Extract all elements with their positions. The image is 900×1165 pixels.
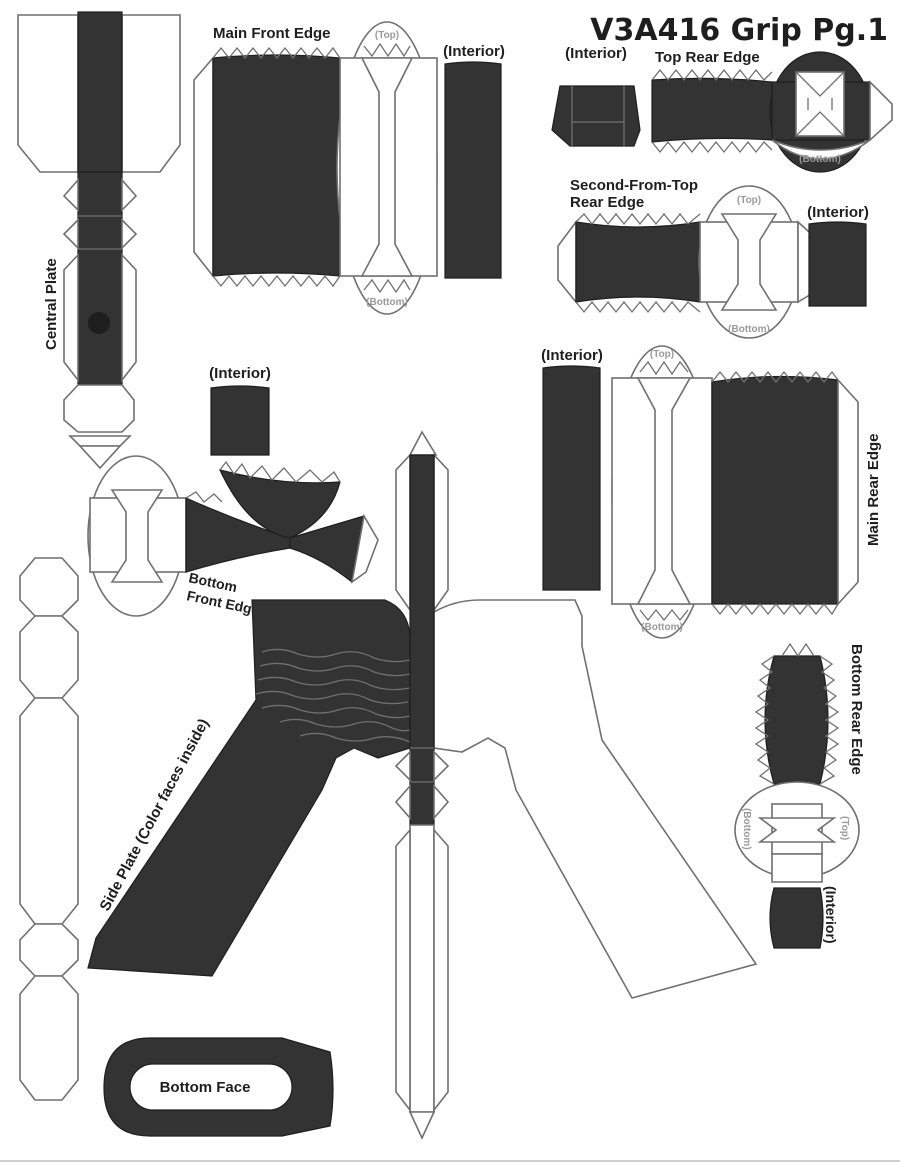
top-rear-edge-piece [651, 51, 893, 173]
second-rear-label-line1: Second-From-Top [570, 177, 698, 194]
page-title: V3A416 Grip Pg.1 [590, 13, 888, 48]
main-front-interior-piece [444, 61, 502, 279]
main-rear-interior-label: (Interior) [541, 347, 603, 364]
bottom-rear-interior-label: (Interior) [823, 886, 839, 944]
top-rear-interior-label: (Interior) [565, 45, 627, 62]
left-edge-strip-piece [19, 557, 79, 1101]
bottom-front-edge-piece [87, 455, 379, 617]
top-rear-interior-piece [551, 85, 641, 147]
center-vertical-strip-piece [394, 430, 450, 1140]
bottom-rear-edge-piece [734, 642, 860, 883]
main-rear-interior-piece [542, 365, 601, 591]
central-plate-label: Central Plate [43, 258, 60, 350]
bottom-rear-interior-piece [769, 887, 824, 949]
second-rear-bottom-label: (Bottom) [728, 324, 770, 335]
main-front-edge-label: Main Front Edge [213, 25, 331, 42]
main-rear-edge-piece [611, 345, 859, 639]
top-rear-edge-label: Top Rear Edge [655, 49, 760, 66]
main-front-interior-label: (Interior) [443, 43, 505, 60]
main-front-bottom-label: (Bottom) [366, 297, 408, 308]
bottom-face-piece [103, 1037, 334, 1137]
main-front-edge-piece [193, 21, 438, 315]
bottom-front-interior-label: (Interior) [209, 365, 271, 382]
second-rear-interior-label: (Interior) [807, 204, 869, 221]
second-rear-top-label: (Top) [737, 195, 761, 206]
bottom-rear-top-label: (Top) [839, 816, 850, 840]
bottom-front-interior-piece [210, 385, 270, 456]
second-rear-label-line2: Rear Edge [570, 194, 644, 211]
top-rear-bottom-label: (Bottom) [799, 154, 841, 165]
bottom-rear-edge-label: Bottom Rear Edge [848, 644, 865, 775]
main-front-top-label: (Top) [375, 30, 399, 41]
central-plate-piece [17, 11, 181, 470]
second-rear-interior-piece [808, 221, 867, 307]
main-rear-bottom-label: (Bottom) [641, 622, 683, 633]
main-rear-top-label: (Top) [650, 349, 674, 360]
bottom-rear-bottom-label: (Bottom) [741, 808, 752, 850]
bottom-face-label: Bottom Face [160, 1079, 251, 1096]
main-rear-edge-label: Main Rear Edge [865, 433, 882, 546]
